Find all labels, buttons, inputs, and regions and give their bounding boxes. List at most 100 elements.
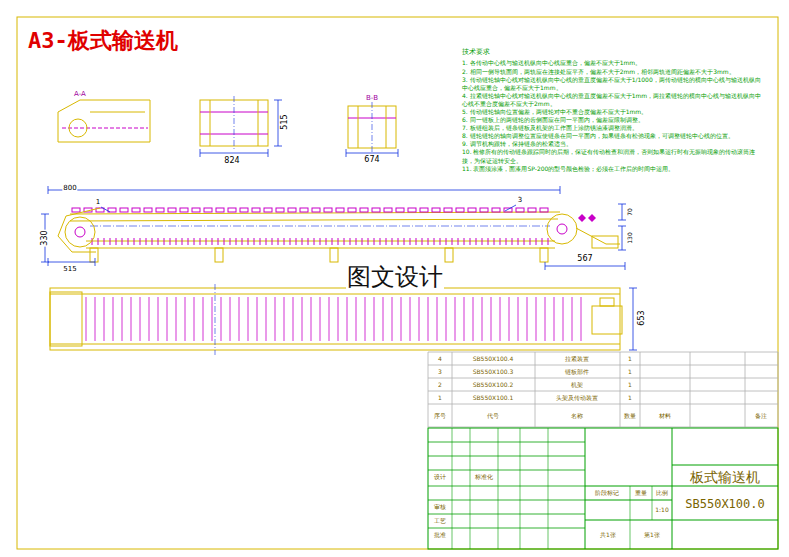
chain-link xyxy=(314,238,315,245)
chain-plate xyxy=(180,208,188,212)
chain-link xyxy=(116,238,117,245)
dimension-line xyxy=(268,149,269,157)
chain-slat xyxy=(410,297,411,341)
chain-slat xyxy=(275,297,276,341)
dimension-line xyxy=(618,226,626,227)
chain-slat xyxy=(572,297,573,341)
chain-link xyxy=(404,238,405,245)
dimension-value: 653 xyxy=(638,309,647,326)
chain-link xyxy=(110,238,111,245)
chain-plate xyxy=(168,208,176,212)
chain-link xyxy=(332,238,333,245)
chain-link xyxy=(260,238,261,245)
chain-link xyxy=(452,238,453,245)
title-block xyxy=(428,428,778,549)
sprocket xyxy=(547,214,577,244)
chain-slat xyxy=(95,297,96,341)
chain-slat xyxy=(365,297,366,341)
chain-slat xyxy=(176,297,177,341)
chain-link xyxy=(428,238,429,245)
chain-slat xyxy=(131,297,132,341)
chain-slat xyxy=(239,297,240,341)
drawing-line xyxy=(210,100,211,146)
leader-line xyxy=(505,205,516,211)
center-line xyxy=(215,284,216,355)
chain-plate xyxy=(396,208,404,212)
chain-link xyxy=(248,238,249,245)
dimension-line xyxy=(346,149,347,157)
chain-slat xyxy=(437,297,438,341)
chain-slat xyxy=(158,297,159,341)
table-cell: SB550X100.1 xyxy=(473,394,514,401)
chain-link xyxy=(122,238,123,245)
center-line xyxy=(234,96,235,150)
plan-view xyxy=(50,288,620,350)
chain-plate xyxy=(336,208,344,212)
table-line xyxy=(428,352,429,427)
chain-plate xyxy=(516,208,524,212)
chain-slat xyxy=(113,297,114,341)
dimension-line xyxy=(560,186,561,194)
table-cell: SB550X100.0 xyxy=(685,498,764,511)
drawing-line xyxy=(672,428,673,549)
dimension-line xyxy=(48,262,95,263)
chain-plate xyxy=(132,208,140,212)
table-line xyxy=(428,352,778,353)
chain-link xyxy=(242,238,243,245)
chain-slat xyxy=(428,297,429,341)
title-block-line xyxy=(428,528,585,529)
drawing-line xyxy=(358,106,359,148)
chain-link xyxy=(224,238,225,245)
chain-slat xyxy=(581,297,582,341)
chain-slat xyxy=(509,297,510,341)
dimension-line xyxy=(622,204,623,220)
dimension-line xyxy=(622,226,623,250)
chain-link xyxy=(374,238,375,245)
chain-link xyxy=(164,238,165,245)
chain-slat xyxy=(536,297,537,341)
table-cell: 材料 xyxy=(659,412,671,419)
drawing-line xyxy=(630,486,631,520)
chain-slat xyxy=(221,297,222,341)
drawing-line xyxy=(585,500,672,501)
title-block-line xyxy=(498,428,499,549)
table-cell: SB550X100.4 xyxy=(473,355,514,362)
chain-link xyxy=(386,238,387,245)
chain-plate xyxy=(192,208,200,212)
dimension-value: 70 xyxy=(627,207,634,217)
dimension-value: 130 xyxy=(627,231,634,244)
chain-link xyxy=(410,238,411,245)
chain-plate xyxy=(264,208,272,212)
table-cell: SB550X100.2 xyxy=(473,381,514,388)
dimension-line xyxy=(398,149,399,157)
table-cell: 名称 xyxy=(571,412,583,419)
head-end xyxy=(50,292,82,346)
chain-link xyxy=(134,238,135,245)
table-cell: 数量 xyxy=(624,412,636,419)
table-cell: 序号 xyxy=(434,412,446,419)
requirement-note: 4. 拉紧链轮轴中心线对输送机纵向中心线的垂直度偏差不应大于1mm，两拉紧链轮的… xyxy=(462,92,762,108)
chain-link xyxy=(146,238,147,245)
center-line xyxy=(90,226,550,227)
chain-link xyxy=(392,238,393,245)
chain-link xyxy=(422,238,423,245)
requirement-note: 6. 同一链板上的两链轮的齿侧面应在同一平面内，偏差应限制调整。 xyxy=(462,116,762,124)
drawing-line xyxy=(652,486,653,520)
table-cell: 1 xyxy=(628,368,632,375)
dimension-value: 515 xyxy=(281,113,290,130)
chain-link xyxy=(188,238,189,245)
callout-number: 1 xyxy=(96,199,100,207)
table-line xyxy=(690,352,691,427)
table-line xyxy=(778,352,779,427)
dimension-line xyxy=(618,250,626,251)
chain-link xyxy=(470,238,471,245)
chain-slat xyxy=(554,297,555,341)
dimension-value: 567 xyxy=(576,255,593,264)
support-leg xyxy=(90,248,98,262)
chain-link xyxy=(356,238,357,245)
chain-link xyxy=(284,238,285,245)
dimension-line xyxy=(278,100,279,146)
table-line xyxy=(428,391,778,392)
view-label: B-B xyxy=(366,95,378,103)
chain-slat xyxy=(419,297,420,341)
